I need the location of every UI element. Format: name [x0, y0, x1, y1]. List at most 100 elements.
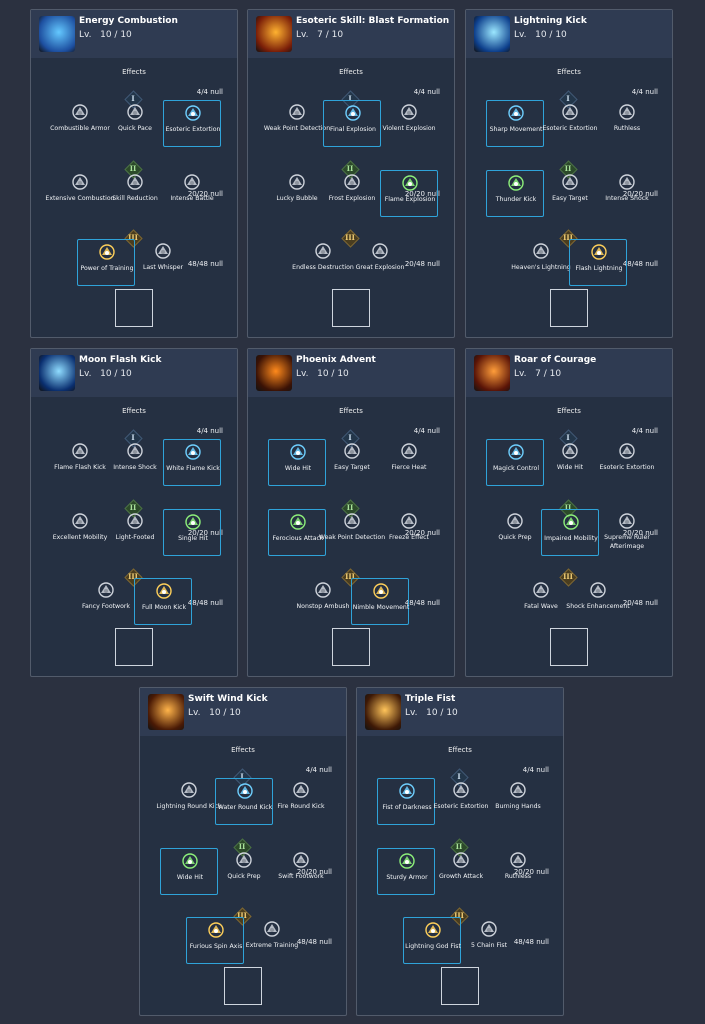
tier-count: 20/20 null — [404, 190, 440, 198]
tripod-option[interactable]: Weak Point Detection — [264, 100, 330, 147]
tripod-option[interactable]: Esoteric Extortion — [163, 100, 221, 147]
tripod-option[interactable]: Water Round Kick — [215, 778, 273, 825]
tripod-option[interactable]: Easy Target — [323, 439, 381, 486]
tripod-option[interactable]: Ruthless — [598, 100, 656, 147]
tripod-option[interactable]: Combustible Armor — [50, 100, 110, 147]
tripod-option[interactable]: Sturdy Armor — [377, 848, 435, 895]
tripod-option[interactable]: Final Explosion — [323, 100, 381, 147]
tripod-option[interactable]: Nonstop Ambush — [294, 578, 352, 625]
level-prefix: Lv. — [188, 708, 201, 718]
tripod-option[interactable]: White Flame Kick — [163, 439, 221, 486]
tripod-option[interactable]: Intense Shock — [598, 170, 656, 217]
rune-slot[interactable] — [441, 967, 479, 1005]
skill-level: Lv. 10 / 10 — [188, 708, 241, 718]
rune-slot[interactable] — [332, 289, 370, 327]
tripod-option[interactable]: Burning Hands — [489, 778, 547, 825]
rune-slot[interactable] — [332, 628, 370, 666]
tripod-option[interactable]: Quick Prep — [486, 509, 544, 556]
rune-slot[interactable] — [550, 289, 588, 327]
tripod-option-label: Freeze Effect — [389, 534, 429, 541]
level-value: 10 / 10 — [317, 369, 349, 379]
tier-badge: I — [233, 768, 252, 787]
tripod-option[interactable]: Excellent Mobility — [51, 509, 109, 556]
tripod-option[interactable]: Fire Round Kick — [272, 778, 330, 825]
tripod-option[interactable]: Shock Enhancement — [566, 578, 630, 625]
tripod-option[interactable]: Esoteric Extortion — [598, 439, 656, 486]
tripod-option[interactable]: Magick Control — [486, 439, 544, 486]
frost-icon — [343, 173, 361, 191]
tripod-option[interactable]: Last Whisper — [134, 239, 192, 286]
tripod-option[interactable]: Impaired Mobility — [541, 509, 599, 556]
tripod-option[interactable]: Full Moon Kick — [134, 578, 192, 625]
tripod-option-label: Ruthless — [613, 125, 641, 132]
extreme-icon — [263, 920, 281, 938]
tripod-option[interactable]: Single Hit — [163, 509, 221, 556]
tripod-option[interactable]: Furious Spin Axis — [186, 917, 244, 964]
tripod-option[interactable]: Endless Destruction — [292, 239, 354, 286]
tripod-option[interactable]: Fist of Darkness — [377, 778, 435, 825]
tripod-option-label: Esoteric Extortion — [599, 464, 655, 471]
rune-slot[interactable] — [115, 289, 153, 327]
effects-label: Effects — [339, 68, 363, 76]
tripod-option[interactable]: Quick Pace — [106, 100, 164, 147]
effects-label: Effects — [122, 68, 146, 76]
tier-badge: I — [559, 90, 578, 109]
tripod-option[interactable]: Supreme Ruler Afterimage — [598, 509, 656, 556]
tripod-option[interactable]: Extreme Training — [243, 917, 301, 964]
swift-wind-kick-icon — [148, 694, 184, 730]
tripod-option-label: Wide Hit — [284, 465, 312, 472]
tripod-option[interactable]: Esoteric Extortion — [432, 778, 490, 825]
tripod-option[interactable]: Extensive Combustion — [45, 170, 115, 217]
tripod-option[interactable]: Sharp Movement — [486, 100, 544, 147]
tripod-option[interactable]: Nimble Movement — [351, 578, 409, 625]
tripod-option[interactable]: Frost Explosion — [323, 170, 381, 217]
tripod-option[interactable]: Wide Hit — [268, 439, 326, 486]
god-fist-icon — [424, 921, 442, 939]
tripod-option[interactable]: Wide Hit — [160, 848, 218, 895]
tripod-option[interactable]: Lucky Bubble — [268, 170, 326, 217]
tripod-option[interactable]: Flame Flash Kick — [51, 439, 109, 486]
tripod-option[interactable]: Great Explosion — [351, 239, 409, 286]
skill-level: Lv. 7 / 10 — [514, 369, 561, 379]
tripod-option[interactable]: Flash Lightning — [569, 239, 627, 286]
tripod-option[interactable]: Quick Prep — [215, 848, 273, 895]
tripod-option[interactable]: Lightning Round Kick — [156, 778, 222, 825]
tripod-option[interactable]: Ferocious Attack — [268, 509, 326, 556]
tripod-option[interactable]: Easy Target — [541, 170, 599, 217]
tripod-option[interactable]: Wide Hit — [541, 439, 599, 486]
tripod-option[interactable]: Thunder Kick — [486, 170, 544, 217]
tripod-option[interactable]: Freeze Effect — [380, 509, 438, 556]
tripod-option[interactable]: Power of Training — [77, 239, 135, 286]
tripod-option[interactable]: Esoteric Extortion — [541, 100, 599, 147]
tripod-option[interactable]: Fatal Wave — [512, 578, 570, 625]
tripod-option[interactable]: Skill Reduction — [106, 170, 164, 217]
tripod-option[interactable]: Swift Footwork — [272, 848, 330, 895]
tripod-option[interactable]: Fancy Footwork — [77, 578, 135, 625]
tripod-option[interactable]: Heaven's Lightning — [511, 239, 571, 286]
tripod-option[interactable]: Flame Explosion — [380, 170, 438, 217]
tripod-option[interactable]: Ruthless — [489, 848, 547, 895]
magick-icon — [507, 443, 525, 461]
tier-count: 48/48 null — [296, 938, 332, 946]
level-prefix: Lv. — [514, 30, 527, 40]
tripod-option-label: Intense Shock — [605, 195, 649, 202]
tripod-option[interactable]: Violent Explosion — [380, 100, 438, 147]
tripod-option[interactable]: Fierce Heat — [380, 439, 438, 486]
tier-numeral: III — [345, 233, 355, 242]
rune-slot[interactable] — [224, 967, 262, 1005]
tripod-option[interactable]: Intense Shock — [106, 439, 164, 486]
rune-slot[interactable] — [550, 628, 588, 666]
tripod-option[interactable]: Weak Point Detection — [319, 509, 385, 556]
tripod-option[interactable]: Growth Attack — [432, 848, 490, 895]
tripod-option[interactable]: Intense Battle — [163, 170, 221, 217]
heat-icon — [400, 442, 418, 460]
tripod-option[interactable]: Light-Footed — [106, 509, 164, 556]
tripod-option-label: Violent Explosion — [382, 125, 436, 132]
tripod-option[interactable]: Lightning God Fist — [403, 917, 461, 964]
tripod-option[interactable]: 5 Chain Fist — [460, 917, 518, 964]
rune-slot[interactable] — [115, 628, 153, 666]
